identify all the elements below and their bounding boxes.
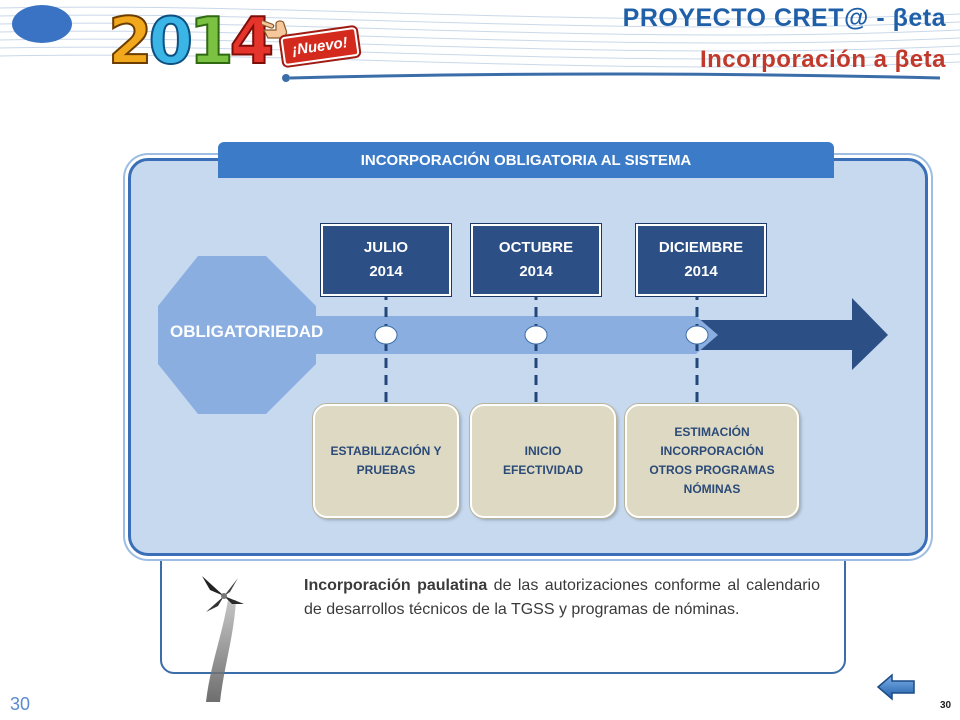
light-arrow bbox=[280, 316, 718, 354]
stage-line: OTROS PROGRAMAS bbox=[649, 463, 775, 477]
description-bold: Incorporación paulatina bbox=[304, 577, 488, 594]
pointing-hand-icon bbox=[262, 19, 288, 39]
date-month: OCTUBRE bbox=[498, 239, 574, 256]
octagon-shape bbox=[158, 256, 316, 414]
stage-box-effectiveness: INICIO EFECTIVIDAD bbox=[470, 404, 616, 518]
page-number-right: 30 bbox=[940, 700, 952, 711]
header-decoration bbox=[0, 6, 960, 82]
date-month: JULIO bbox=[363, 239, 409, 256]
milestone-dot-december bbox=[685, 325, 709, 345]
date-box-october: OCTUBRE 2014 bbox=[471, 224, 601, 296]
milestone-dot-october bbox=[524, 325, 548, 345]
stage-line: PRUEBAS bbox=[356, 463, 416, 477]
date-year: 2014 bbox=[684, 263, 718, 280]
stage-line: NÓMINAS bbox=[683, 482, 741, 496]
date-box-december: DICIEMBRE 2014 bbox=[636, 224, 766, 296]
description-text: Incorporación paulatina de las autorizac… bbox=[304, 574, 820, 622]
date-year: 2014 bbox=[369, 263, 403, 280]
stage-line: ESTIMACIÓN bbox=[674, 425, 750, 439]
date-month: DICIEMBRE bbox=[658, 239, 744, 256]
windmill-icon bbox=[202, 576, 244, 702]
stage-line: INCORPORACIÓN bbox=[660, 444, 764, 458]
stage-line: ESTABILIZACIÓN Y bbox=[330, 444, 442, 458]
stage-box-stabilization: ESTABILIZACIÓN Y PRUEBAS bbox=[313, 404, 459, 518]
stage-line: INICIO bbox=[524, 444, 562, 458]
page-subtitle: Incorporación a βeta bbox=[699, 46, 946, 73]
year-logo: 2014 bbox=[107, 5, 275, 79]
date-box-july: JULIO 2014 bbox=[321, 224, 451, 296]
panel-banner: INCORPORACIÓN OBLIGATORIA AL SISTEMA bbox=[218, 142, 834, 178]
back-arrow-icon[interactable] bbox=[876, 672, 916, 702]
project-title: PROYECTO CRET@ - βeta bbox=[622, 4, 946, 32]
stage-line: EFECTIVIDAD bbox=[502, 463, 583, 477]
stage-box-estimation: ESTIMACIÓN INCORPORACIÓN OTROS PROGRAMAS NÓ… bbox=[625, 404, 799, 518]
description-rest: de las autorizaciones conforme al calend… bbox=[304, 577, 820, 618]
decorative-oval bbox=[12, 5, 72, 43]
obligatoriedad-label: OBLIGATORIEDAD bbox=[170, 322, 324, 341]
milestone-dot-july bbox=[374, 325, 398, 345]
date-year: 2014 bbox=[519, 263, 553, 280]
page-number-left: 30 bbox=[10, 694, 31, 714]
timeline-graphic bbox=[158, 256, 888, 450]
